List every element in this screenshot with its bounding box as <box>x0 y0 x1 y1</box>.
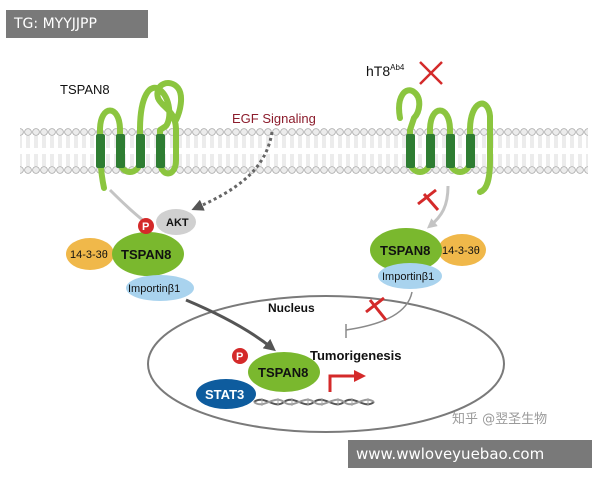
transcription-start-arrow <box>328 370 366 392</box>
watermark-top: TG: MYYJJPP <box>6 10 148 38</box>
egf-signaling-arrow <box>191 131 274 211</box>
right-importin-label: Importinβ1 <box>382 271 434 283</box>
watermark-zhihu: 知乎 @翌圣生物 <box>452 412 548 427</box>
1433-node-left <box>66 238 114 270</box>
inhibition-mark-nuclear <box>365 296 388 321</box>
nuclear-translocation-arrow <box>185 298 276 352</box>
tspan8-node-right <box>370 228 442 272</box>
nucleus-tspan8-label: TSPAN8 <box>258 365 308 380</box>
left-tspan8-label: TSPAN8 <box>121 247 171 262</box>
inhibition-mark-membrane <box>417 188 440 211</box>
tspan8-membrane-protein-right <box>396 87 493 195</box>
stat3-label: STAT3 <box>205 387 244 402</box>
left-1433-label: 14-3-3θ <box>70 249 108 261</box>
right-cytoplasmic-complex: 14-3-3θ TSPAN8 Importinβ1 <box>370 228 486 289</box>
tspan8-membrane-protein-left <box>96 80 185 191</box>
importin-node-right <box>378 263 442 289</box>
internalization-arrow-right <box>426 185 450 229</box>
egf-signaling-label: EGF Signaling <box>232 111 316 126</box>
nucleus <box>147 295 505 433</box>
importin-node-left <box>126 275 194 301</box>
tspan8-node-nucleus <box>248 352 320 392</box>
watermark-bottom: www.wwloveyuebao.com <box>348 440 592 468</box>
phospho-marker-top <box>138 218 154 234</box>
tspan8-node-left <box>112 232 184 276</box>
phospho-label-nucleus: P <box>236 351 243 363</box>
1433-node-right <box>438 234 486 266</box>
cell-membrane <box>20 128 588 174</box>
blocked-nuclear-import <box>345 291 413 331</box>
right-tspan8-label: TSPAN8 <box>380 243 430 258</box>
dna-helix <box>253 398 375 406</box>
left-cytoplasmic-complex: AKT 14-3-3θ TSPAN8 P Importinβ1 <box>66 209 196 301</box>
tspan8-membrane-label: TSPAN8 <box>60 82 110 97</box>
antibody-block-mark <box>419 61 443 85</box>
ht8-antibody-label: hT8Ab4 <box>366 63 405 79</box>
phospho-marker-nucleus <box>232 348 248 364</box>
akt-node <box>156 209 196 235</box>
stat3-node <box>196 379 256 409</box>
left-importin-label: Importinβ1 <box>128 283 180 295</box>
akt-label: AKT <box>166 217 189 229</box>
nucleus-label: Nucleus <box>268 301 315 315</box>
tumorigenesis-label: Tumorigenesis <box>310 348 402 363</box>
right-1433-label: 14-3-3θ <box>442 245 480 257</box>
phospho-label-top: P <box>142 221 149 233</box>
